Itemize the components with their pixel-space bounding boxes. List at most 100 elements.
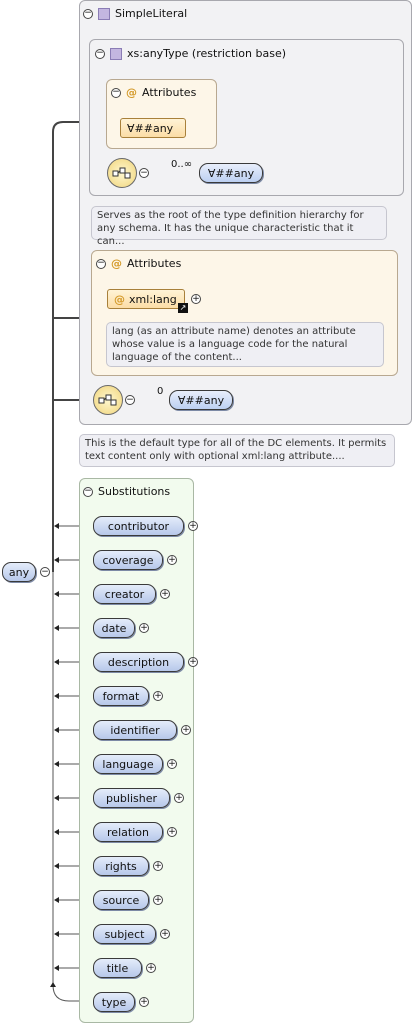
arrow-left-icon (54, 863, 59, 869)
arrow-left-icon (54, 829, 59, 835)
substitution-label: title (106, 961, 129, 975)
substitutions-header[interactable]: − Substitutions (83, 485, 170, 498)
simpleliteral-documentation: This is the default type for all of the … (79, 434, 395, 467)
substitution-element[interactable]: contributor (93, 516, 184, 536)
expand-icon[interactable]: + (160, 928, 170, 939)
expand-icon[interactable]: + (139, 996, 149, 1007)
complex-type-icon (98, 7, 110, 20)
any-element-label: ∀##any (207, 166, 255, 180)
expand-icon[interactable]: + (167, 826, 177, 837)
anytype-title: xs:anyType (restriction base) (127, 47, 287, 60)
substitution-element[interactable]: format (93, 686, 149, 706)
arrow-left-icon (54, 693, 59, 699)
substitution-label: language (102, 757, 154, 771)
expand-icon[interactable]: + (188, 656, 198, 667)
substitution-element[interactable]: coverage (93, 550, 163, 570)
anytype-attributes-header[interactable]: − @ Attributes (111, 86, 196, 99)
root-element-any[interactable]: any (2, 562, 36, 582)
outer-any-element-label: ∀##any (177, 393, 225, 407)
root-element-label: any (8, 565, 30, 579)
collapse-icon[interactable]: − (96, 258, 106, 269)
substitution-element[interactable]: type (93, 992, 135, 1012)
collapse-icon[interactable]: − (83, 8, 93, 19)
xml-lang-doc-text: lang (as an attribute name) denotes an a… (112, 326, 356, 363)
arrow-left-icon (54, 761, 59, 767)
expand-icon[interactable]: + (160, 588, 170, 599)
expand-icon[interactable]: + (174, 792, 184, 803)
substitution-element[interactable]: creator (93, 584, 156, 604)
expand-icon[interactable]: + (153, 860, 163, 871)
sequence-icon[interactable] (93, 385, 123, 415)
substitution-item-creator: creator + (93, 584, 170, 604)
substitution-item-rights: rights + (93, 856, 163, 876)
outer-cardinality: 0 (157, 386, 164, 397)
attribute-icon: @ (114, 292, 125, 306)
arrow-left-icon (54, 625, 59, 631)
collapse-icon[interactable]: − (83, 486, 93, 497)
simpleliteral-header[interactable]: − SimpleLiteral (83, 7, 187, 20)
arrow-left-icon (54, 523, 59, 529)
substitution-item-coverage: coverage + (93, 550, 177, 570)
substitution-element[interactable]: relation (93, 822, 163, 842)
substitution-item-date: date + (93, 618, 149, 638)
collapse-icon[interactable]: − (95, 48, 105, 59)
sequence-icon[interactable] (107, 158, 137, 188)
substitution-element[interactable]: publisher (93, 788, 170, 808)
substitution-label: relation (107, 825, 149, 839)
expand-icon[interactable]: + (146, 962, 156, 973)
substitution-item-type: type + (93, 992, 149, 1012)
expand-icon[interactable]: + (153, 690, 163, 701)
substitution-element[interactable]: identifier (93, 720, 177, 740)
substitution-element[interactable]: title (93, 958, 142, 978)
arrow-left-icon (54, 897, 59, 903)
substitution-item-contributor: contributor + (93, 516, 198, 536)
substitution-item-relation: relation + (93, 822, 177, 842)
expand-icon[interactable]: + (167, 554, 177, 565)
substitution-label: subject (104, 927, 145, 941)
expand-icon[interactable]: + (181, 724, 191, 735)
substitution-label: rights (105, 859, 137, 873)
arrow-left-icon (54, 557, 59, 563)
expand-icon[interactable]: + (153, 894, 163, 905)
substitution-label: source (102, 893, 140, 907)
outer-any-element-wildcard[interactable]: ∀##any (169, 390, 233, 410)
expand-icon[interactable]: + (188, 520, 198, 531)
substitution-element[interactable]: language (93, 754, 163, 774)
substitution-item-format: format + (93, 686, 163, 706)
simpleliteral-doc-text: This is the default type for all of the … (85, 438, 387, 462)
expand-icon[interactable]: + (191, 293, 201, 304)
arrow-left-icon (54, 795, 59, 801)
substitution-element[interactable]: rights (93, 856, 149, 876)
anytype-header[interactable]: − xs:anyType (restriction base) (95, 47, 286, 60)
attribute-icon: @ (126, 86, 137, 99)
substitution-element[interactable]: subject (93, 924, 156, 944)
substitution-label: publisher (105, 791, 158, 805)
expand-icon[interactable]: + (139, 622, 149, 633)
any-attribute-label: ∀##any (127, 121, 174, 135)
substitution-label: type (101, 995, 127, 1009)
substitution-label: description (107, 655, 170, 669)
collapse-icon[interactable]: − (125, 394, 135, 405)
substitution-element[interactable]: description (93, 652, 184, 672)
arrow-left-icon (54, 659, 59, 665)
substitution-item-title: title + (93, 958, 156, 978)
substitution-item-identifier: identifier + (93, 720, 191, 740)
collapse-icon[interactable]: − (111, 87, 121, 98)
collapse-icon[interactable]: − (139, 167, 149, 178)
substitution-item-publisher: publisher + (93, 788, 184, 808)
substitution-item-source: source + (93, 890, 163, 910)
substitution-label: identifier (110, 723, 160, 737)
any-attribute-wildcard[interactable]: ∀##any (120, 118, 186, 138)
collapse-icon[interactable]: − (40, 566, 50, 577)
attributes-title: Attributes (127, 257, 182, 270)
expand-icon[interactable]: + (167, 758, 177, 769)
xml-lang-attribute[interactable]: @ xml:lang (107, 289, 185, 309)
substitutions-title: Substitutions (98, 485, 171, 498)
substitution-item-description: description + (93, 652, 198, 672)
substitution-element[interactable]: source (93, 890, 149, 910)
any-element-wildcard[interactable]: ∀##any (199, 163, 263, 183)
substitution-element[interactable]: date (93, 618, 135, 638)
attributes-header[interactable]: − @ Attributes (96, 257, 181, 270)
arrow-up-icon (50, 982, 56, 987)
arrow-left-icon (54, 727, 59, 733)
